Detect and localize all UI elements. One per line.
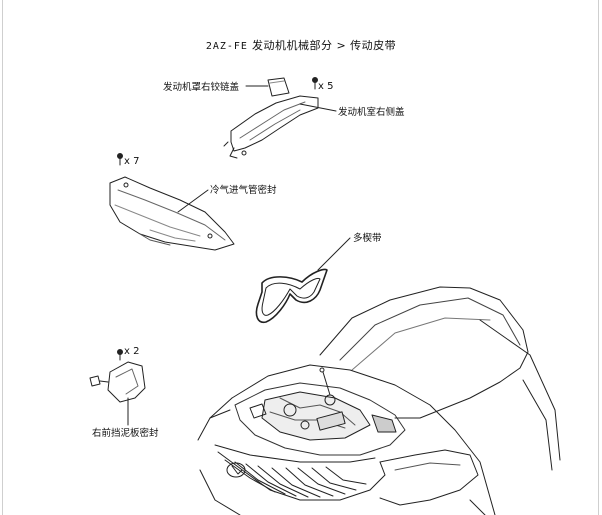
page-border-left — [2, 0, 3, 515]
breadcrumb-separator: > — [336, 39, 347, 52]
label-fender-seal: 右前挡泥板密封 — [92, 428, 159, 439]
page-border-right — [598, 0, 599, 515]
section-name: 发动机机械部分 — [251, 39, 333, 52]
qty-fender-seal: x 2 — [124, 346, 140, 357]
bolt-icon-side-cover — [312, 77, 318, 90]
label-belt: 多楔带 — [353, 233, 382, 244]
engine-code: 2AZ-FE — [205, 41, 248, 52]
page-title: 2AZ-FE 发动机机械部分 > 传动皮带 — [0, 37, 602, 53]
qty-intake-seal: x 7 — [124, 156, 140, 167]
fender-seal-part — [89, 361, 146, 403]
label-side-cover: 发动机室右侧盖 — [338, 107, 405, 118]
hood-hinge-cover-part — [267, 77, 290, 97]
vehicle-front-view — [197, 286, 561, 515]
intake-duct-seal-part — [109, 176, 235, 251]
engine-room-side-cover-part — [223, 95, 319, 159]
bolt-icon-intake-seal — [117, 153, 123, 166]
bolt-icon-fender-seal — [117, 349, 123, 361]
leader-side-cover — [299, 103, 337, 112]
v-ribbed-belt-part — [255, 268, 328, 324]
label-intake-seal: 冷气进气管密封 — [210, 185, 277, 196]
topic-name: 传动皮带 — [350, 39, 397, 52]
leader-belt — [317, 237, 351, 271]
label-hood-hinge-cover: 发动机罩右铰链盖 — [163, 82, 240, 93]
leader-intake-seal — [177, 189, 209, 213]
qty-side-cover: x 5 — [318, 81, 334, 92]
